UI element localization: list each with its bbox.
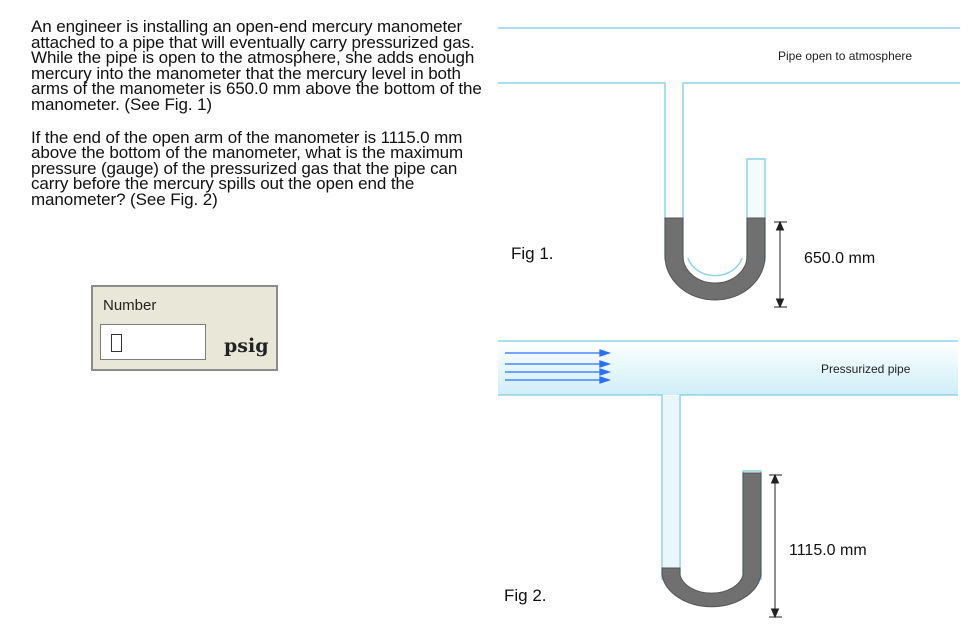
fig2-pipe-label: Pressurized pipe [821,362,911,376]
fig1-pipe-bottom-wall [498,82,960,260]
fig2-dimension-marker [769,473,782,619]
fig1-dimension-marker [774,220,787,309]
figure-1: Pipe open to atmosphere 650.0 mm Fig 1. [498,27,960,309]
fig1-caption: Fig 1. [511,244,554,263]
figure-2: Pressurized pipe 1115.0 mm Fig 2. [498,340,958,619]
fig1-mercury [664,217,766,301]
problem-paragraph-2: If the end of the open arm of the manome… [31,127,464,209]
fig2-caption: Fig 2. [504,586,547,605]
problem-paragraph-1: An engineer is installing an open-end me… [31,17,482,114]
answer-unit: psig [224,335,269,357]
problem-statement: An engineer is installing an open-end me… [31,17,496,209]
fig1-mercury-highlight [687,257,743,277]
flow-arrows [505,349,612,384]
fig2-pipe-bottom-wall [498,394,958,580]
fig2-mercury [661,472,762,608]
fig2-dimension-label: 1115.0 mm [789,542,867,559]
fig2-pipe-body [498,341,958,395]
answer-label: Number [103,297,157,314]
fig1-pipe-label: Pipe open to atmosphere [778,49,912,63]
answer-panel: Number psig [91,285,278,371]
fig2-stem [663,396,679,576]
fig1-dimension-label: 650.0 mm [804,250,875,267]
input-cursor [111,334,122,352]
number-input[interactable] [100,324,206,360]
